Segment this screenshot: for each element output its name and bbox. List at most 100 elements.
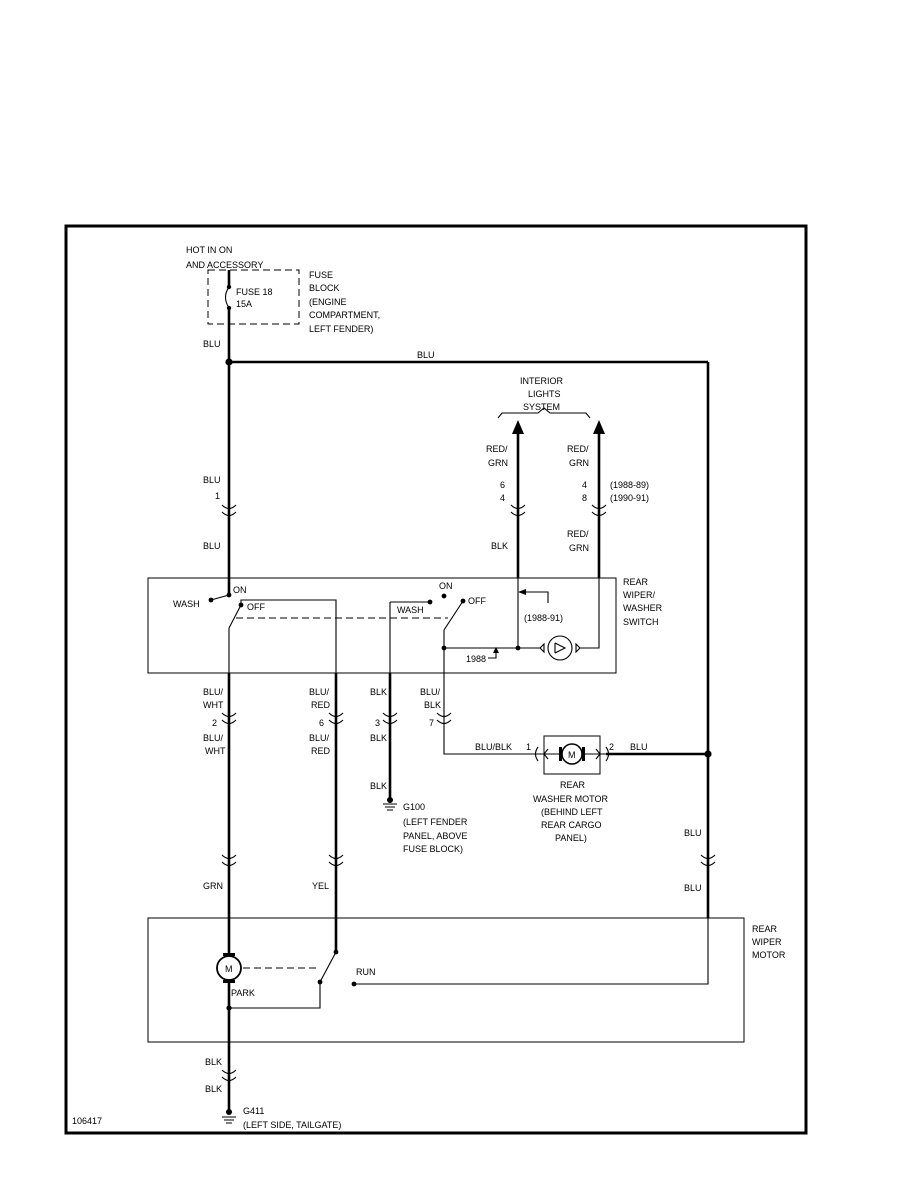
wiper-park-label: PARK: [231, 988, 255, 998]
power-source: HOT IN ON AND ACCESSORY FUSE 18 15A FUSE…: [186, 245, 380, 334]
year-range-b: (1990-91): [610, 493, 649, 503]
connector-g411: [221, 1069, 237, 1082]
fuse-block-line-4: COMPARTMENT,: [309, 310, 380, 320]
blu-blk-label: BLU/BLK: [475, 742, 512, 752]
blu-label-right-b: BLU: [684, 883, 702, 893]
connector-6: [328, 712, 344, 725]
connector-3-number: 3: [375, 718, 380, 728]
red-grn-right-2: GRN: [569, 458, 589, 468]
connector-blu-right: [700, 854, 716, 867]
connector-7-number: 7: [429, 718, 434, 728]
switch-right-off: OFF: [468, 596, 486, 606]
interior-lights-system: INTERIOR LIGHTS SYSTEM RED/ GRN RED/ GRN…: [486, 376, 649, 578]
blu-blk-1: BLU/: [420, 687, 441, 697]
pin-left-b: 4: [500, 493, 505, 503]
indicator-lamp-icon: [547, 635, 573, 661]
fuse-block-line-3: (ENGINE: [309, 297, 347, 307]
blu-red-2b: RED: [311, 746, 331, 756]
washer-connector-left: [534, 746, 539, 762]
blu-label-washer: BLU: [630, 742, 648, 752]
blk-label-c: BLK: [370, 781, 387, 791]
splice-right: [704, 750, 712, 758]
blu-red-2a: RED: [311, 700, 331, 710]
connector-grn: [221, 854, 237, 867]
washer-motor-arrows: [543, 748, 601, 760]
wiper-run-label: RUN: [356, 967, 376, 977]
switch-left-wash: WASH: [173, 599, 200, 609]
year-1988-arrow: [493, 647, 499, 653]
g100-name: G100: [403, 802, 425, 812]
rear-wiper-motor: REAR WIPER MOTOR M PARK RUN: [147, 917, 786, 1043]
switch-right-blade: [443, 600, 464, 631]
wiper-park-switch-blade: [319, 951, 337, 983]
blu-label-right-a: BLU: [684, 828, 702, 838]
wiper-park-return: [229, 982, 321, 1009]
blu-label-c1-above: BLU: [203, 475, 221, 485]
arrow-right: [593, 420, 605, 434]
switch-name-4: SWITCH: [623, 617, 659, 627]
washer-motor-line-1: REAR: [560, 780, 586, 790]
washer-motor-brush-left: [559, 747, 562, 761]
blu-red-1a: BLU/: [309, 687, 330, 697]
year-range-a: (1988-89): [610, 480, 649, 490]
blu-wht-2a: WHT: [203, 700, 224, 710]
connector-il-left: [510, 504, 526, 517]
diode-icon: [554, 642, 567, 654]
diagram-frame: [64, 224, 808, 1135]
switch-left-wash-line: [210, 594, 230, 601]
connector-6-number: 6: [319, 718, 324, 728]
connector-1-number: 1: [215, 491, 220, 501]
wiper-brush-top: [223, 953, 235, 956]
blk-label-b: BLK: [370, 733, 387, 743]
g411-location: (LEFT SIDE, TAILGATE): [243, 1120, 341, 1130]
connector-il-right: [591, 504, 607, 517]
hot-label-1: HOT IN ON: [186, 245, 232, 255]
diagram-id: 106417: [72, 1116, 102, 1126]
ground-g411-icon: [222, 1116, 236, 1124]
grn-label: GRN: [203, 881, 223, 891]
connector-1: [221, 504, 237, 517]
fuse-block-line-5: LEFT FENDER): [309, 324, 373, 334]
washer-motor-line-4: REAR CARGO: [541, 820, 602, 830]
switch-right-wash: WASH: [397, 605, 424, 615]
switch-left-on: ON: [233, 585, 247, 595]
year-leader: [526, 591, 549, 603]
switch-box: [147, 577, 617, 674]
fuse-label-2: 15A: [236, 299, 252, 309]
washer-motor-line-5: PANEL): [555, 833, 587, 843]
wiper-motor-name-2: WIPER: [752, 937, 782, 947]
blu-wht-2b: WHT: [205, 746, 226, 756]
blu-label-c1-below: BLU: [203, 541, 221, 551]
blk-label-g411-a: BLK: [205, 1057, 222, 1067]
wiper-motor-name-1: REAR: [752, 924, 778, 934]
switch-left-off: OFF: [247, 602, 265, 612]
fuse-block-outline: [207, 269, 300, 325]
pin-left-a: 6: [500, 480, 505, 490]
blu-blk-wire: [443, 673, 538, 755]
rear-wiper-washer-switch: REAR WIPER/ WASHER SWITCH ON WASH OFF ON…: [147, 577, 663, 674]
blu-wht-1b: BLU/: [203, 733, 224, 743]
g411-name: G411: [243, 1106, 264, 1116]
fuse-block-line-2: BLOCK: [309, 283, 340, 293]
washer-motor-brush-right: [582, 747, 585, 761]
interior-lights-line-3: SYSTEM: [523, 402, 560, 412]
g411-node: [226, 1109, 232, 1115]
g100-line-3: FUSE BLOCK): [403, 844, 463, 854]
blu-red-1b: BLU/: [309, 733, 330, 743]
switch-left-wash-contact: [208, 597, 214, 603]
washer-motor-line-3: (BEHIND LEFT: [541, 807, 603, 817]
switch-year-1988-91: (1988-91): [524, 613, 563, 623]
pin-right-b: 8: [582, 493, 587, 503]
switch-name-3: WASHER: [623, 603, 663, 613]
red-grn-right-1: RED/: [567, 444, 589, 454]
fuse-symbol: [224, 286, 230, 309]
switch-year-1988: 1988: [466, 654, 486, 664]
ground-g100-icon: [383, 803, 397, 811]
fuse-label-1: FUSE 18: [236, 287, 273, 297]
g100-line-1: (LEFT FENDER: [403, 817, 468, 827]
blk-label-a: BLK: [370, 687, 387, 697]
yel-label: YEL: [312, 881, 329, 891]
switch-name-1: REAR: [623, 577, 649, 587]
pump-pin-2: 2: [609, 742, 614, 752]
wiper-motor-box: [147, 917, 745, 1043]
